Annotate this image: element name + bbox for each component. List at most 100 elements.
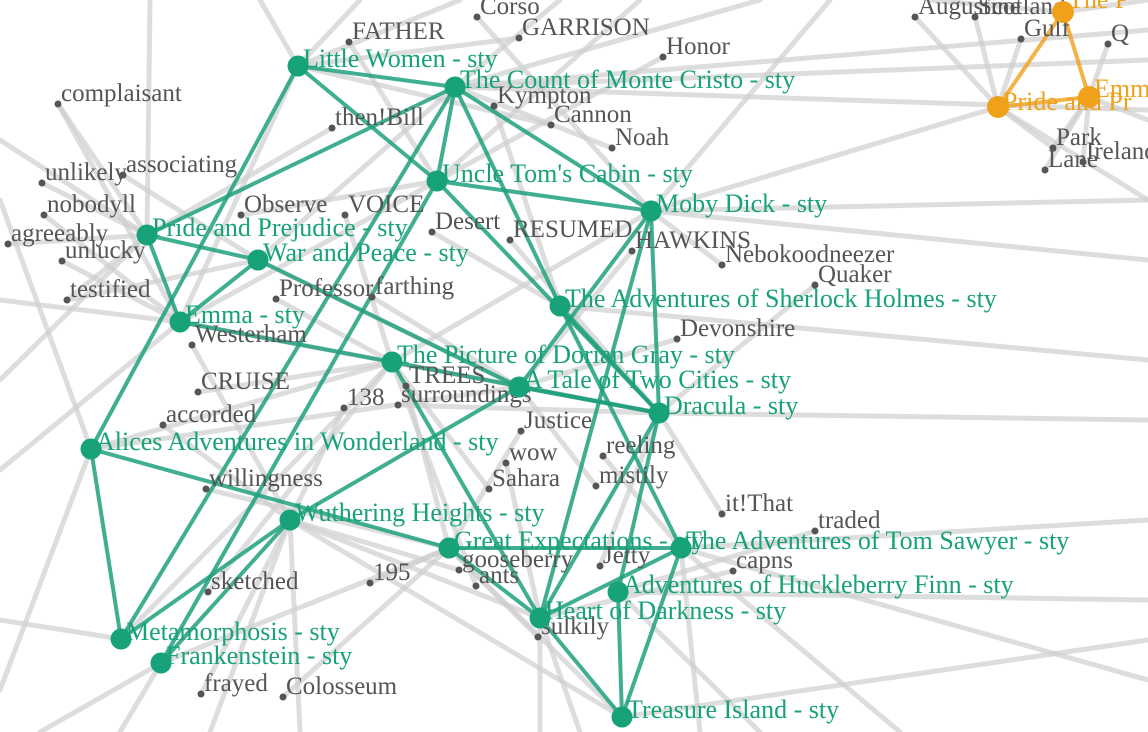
word-node-corso[interactable] bbox=[473, 13, 481, 21]
word-label-reeling: reeling bbox=[606, 432, 676, 459]
word-node-farthing[interactable] bbox=[368, 293, 376, 301]
word-node-devonshire[interactable] bbox=[673, 335, 681, 343]
book-node-alice[interactable] bbox=[80, 438, 102, 460]
word-node-complaisant[interactable] bbox=[54, 100, 62, 108]
book-node-two-cities[interactable] bbox=[508, 376, 530, 398]
word-node-testified[interactable] bbox=[63, 296, 71, 304]
background-edge bbox=[287, 517, 625, 720]
book-node-war-peace[interactable] bbox=[247, 249, 269, 271]
background-edge bbox=[678, 517, 1148, 551]
book-edge bbox=[453, 85, 653, 213]
book-node-huck-finn[interactable] bbox=[607, 581, 629, 603]
word-node-associating[interactable] bbox=[119, 171, 127, 179]
word-node-lane[interactable] bbox=[1041, 166, 1049, 174]
book-node-great-exp[interactable] bbox=[438, 537, 460, 559]
book-edge bbox=[145, 233, 182, 324]
book-node-metamorphosis[interactable] bbox=[110, 628, 132, 650]
book-node-tom-sawyer[interactable] bbox=[670, 537, 692, 559]
book-node-little-women[interactable] bbox=[287, 55, 309, 77]
word-label-resumed: RESUMED bbox=[513, 216, 632, 243]
book-edge bbox=[89, 64, 300, 451]
background-edge bbox=[88, 359, 395, 452]
background-edge bbox=[648, 197, 1148, 214]
background-edge bbox=[557, 303, 1148, 363]
book-node-wuthering[interactable] bbox=[279, 509, 301, 531]
word-node-park[interactable] bbox=[1049, 144, 1057, 152]
word-node-honor[interactable] bbox=[659, 53, 667, 61]
book-edge bbox=[119, 85, 457, 641]
word-node-unlucky[interactable] bbox=[58, 257, 66, 265]
background-edge bbox=[597, 410, 662, 569]
word-node-hawkins[interactable] bbox=[628, 247, 636, 255]
book-node-treasure[interactable] bbox=[611, 706, 633, 728]
word-node-sketched[interactable] bbox=[204, 588, 212, 596]
word-node-observe[interactable] bbox=[237, 211, 245, 219]
word-node-nebokoodneezer[interactable] bbox=[718, 261, 726, 269]
word-node-gooseberry[interactable] bbox=[455, 566, 463, 574]
word-node-noah[interactable] bbox=[608, 144, 616, 152]
word-node-jetty[interactable] bbox=[596, 562, 604, 570]
background-edge bbox=[37, 660, 164, 732]
book-node-pride[interactable] bbox=[136, 224, 158, 246]
word-node-surroundings[interactable] bbox=[394, 401, 402, 409]
word-label-frayed: frayed bbox=[204, 670, 268, 697]
word-node-traded[interactable] bbox=[811, 527, 819, 535]
orange-cluster-node[interactable] bbox=[1052, 1, 1074, 23]
word-node-195[interactable] bbox=[366, 579, 374, 587]
word-node-westerham[interactable] bbox=[188, 341, 196, 349]
word-node-father[interactable] bbox=[345, 38, 353, 46]
word-label-scotland: Scotland bbox=[978, 0, 1066, 20]
book-node-uncle-tom[interactable] bbox=[426, 170, 448, 192]
book-node-sherlock[interactable] bbox=[549, 295, 571, 317]
word-node-voice[interactable] bbox=[341, 211, 349, 219]
word-node-mistily[interactable] bbox=[592, 482, 600, 490]
background-edge bbox=[434, 0, 643, 184]
background-edge bbox=[648, 104, 1001, 214]
word-node-wow[interactable] bbox=[502, 459, 510, 467]
word-node-it-that[interactable] bbox=[718, 510, 726, 518]
word-node-augustine[interactable] bbox=[911, 13, 919, 21]
word-node-then-bill[interactable] bbox=[328, 124, 336, 132]
word-node-kympton[interactable] bbox=[490, 102, 498, 110]
word-node-unlikely[interactable] bbox=[38, 179, 46, 187]
word-node-desert[interactable] bbox=[428, 228, 436, 236]
word-node-reeling[interactable] bbox=[599, 452, 607, 460]
background-edge bbox=[678, 545, 1148, 683]
word-node-justice[interactable] bbox=[517, 427, 525, 435]
word-node-capns[interactable] bbox=[729, 567, 737, 575]
word-node-gulf[interactable] bbox=[1017, 35, 1025, 43]
word-node-frayed[interactable] bbox=[197, 690, 205, 698]
word-node-colosseum[interactable] bbox=[279, 693, 287, 701]
word-node-sahara[interactable] bbox=[485, 485, 493, 493]
word-node-cannon[interactable] bbox=[547, 121, 555, 129]
book-node-moby-dick[interactable] bbox=[640, 200, 662, 222]
word-node-ants[interactable] bbox=[472, 582, 480, 590]
word-node-cruise[interactable] bbox=[194, 388, 202, 396]
orange-cluster-node[interactable] bbox=[987, 96, 1009, 118]
book-node-dracula[interactable] bbox=[648, 402, 670, 424]
word-node-sulkily[interactable] bbox=[534, 633, 542, 641]
word-node-garrison[interactable] bbox=[515, 34, 523, 42]
word-node-accorded[interactable] bbox=[159, 421, 167, 429]
orange-cluster-node[interactable] bbox=[1078, 86, 1100, 108]
book-node-heart-darkness[interactable] bbox=[529, 607, 551, 629]
word-node-nobodyll[interactable] bbox=[40, 211, 48, 219]
word-node-ireland[interactable] bbox=[1079, 158, 1087, 166]
word-node-professor[interactable] bbox=[272, 295, 280, 303]
word-label-desert: Desert bbox=[435, 208, 500, 235]
word-node-trees[interactable] bbox=[402, 382, 410, 390]
book-node-monte-cristo[interactable] bbox=[444, 76, 466, 98]
word-node-agreeably[interactable] bbox=[4, 240, 12, 248]
word-node-138[interactable] bbox=[340, 404, 348, 412]
word-label-138: 138 bbox=[347, 384, 385, 411]
word-node-willingness[interactable] bbox=[202, 485, 210, 493]
book-node-dorian[interactable] bbox=[381, 351, 403, 373]
book-node-frankenstein[interactable] bbox=[150, 652, 172, 674]
word-node-scotland[interactable] bbox=[971, 13, 979, 21]
word-label-unlucky: unlucky bbox=[65, 237, 146, 264]
word-node-resumed[interactable] bbox=[506, 236, 514, 244]
orange-cluster-label: The P bbox=[1068, 0, 1129, 14]
word-node-q[interactable] bbox=[1104, 40, 1112, 48]
word-node-quaker[interactable] bbox=[811, 281, 819, 289]
book-node-emma[interactable] bbox=[169, 311, 191, 333]
